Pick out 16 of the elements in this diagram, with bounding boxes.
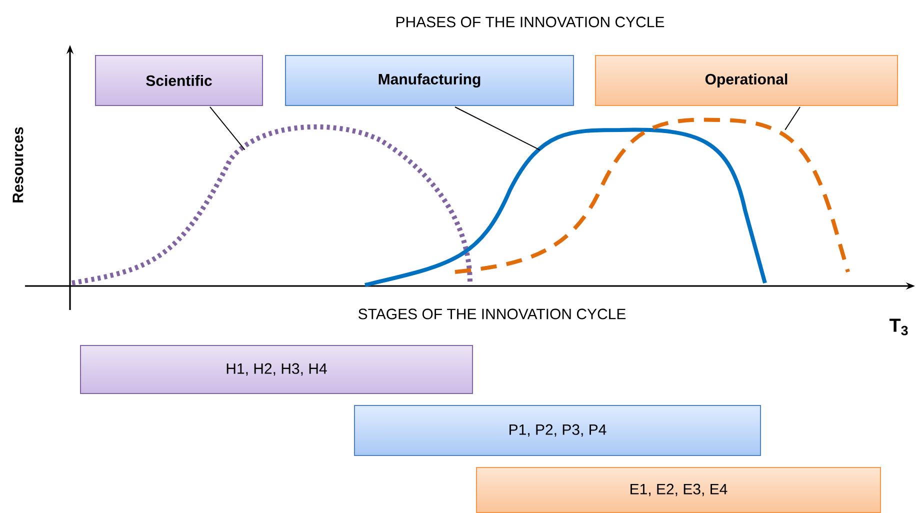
dashed-curve xyxy=(454,118,850,274)
leader-line xyxy=(784,106,800,130)
phase-box: Manufacturing xyxy=(285,55,574,106)
solid-curve xyxy=(364,128,767,287)
leader-line xyxy=(210,106,246,150)
axis-label: STAGES OF THE INNOVATION CYCLE xyxy=(358,308,626,320)
axis-label: T$_{3}$ xyxy=(889,318,908,336)
stage-bar: H1, H2, H3, H4 xyxy=(80,345,473,394)
axis-label: Resources xyxy=(12,127,24,202)
leader-line xyxy=(454,106,540,150)
stage-bar: P1, P2, P3, P4 xyxy=(354,405,761,456)
dotted-curve xyxy=(72,124,472,286)
phase-box: Operational xyxy=(595,55,898,106)
stage-bar: E1, E2, E3, E4 xyxy=(476,467,881,513)
phase-box: Scientific xyxy=(95,55,263,106)
chart-title: PHASES OF THE INNOVATION CYCLE xyxy=(396,16,664,28)
